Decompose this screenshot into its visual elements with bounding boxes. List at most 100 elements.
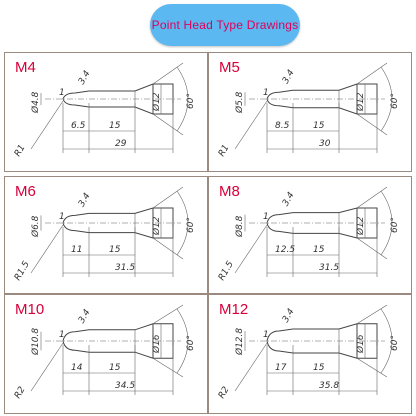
dim-tip: 1 (263, 212, 269, 222)
angle-leg (356, 62, 388, 85)
dim-angle: 60° (186, 217, 196, 233)
leader-radius (30, 224, 64, 274)
dim-len1: 14 (71, 363, 83, 373)
dim-total: 31.5 (115, 263, 135, 273)
angle-leg (152, 186, 184, 209)
angle-leg (152, 357, 184, 378)
dim-len2: 15 (313, 245, 325, 255)
tip-outline (62, 323, 174, 359)
dim-len2: 15 (109, 121, 121, 131)
tip-outline (62, 83, 174, 115)
dim-dia-right: Ø12 (151, 216, 162, 236)
panel-label: M8 (219, 183, 240, 200)
dim-dia-left: Ø6.8 (30, 215, 41, 238)
dim-len1: 17 (275, 363, 287, 373)
dim-dia-left: Ø8.8 (234, 215, 245, 238)
angle-leg (152, 62, 184, 85)
angle-leg (152, 237, 184, 260)
angle-arc (380, 308, 393, 374)
page-title: Point Head Type Drawings (151, 18, 299, 32)
tip-drawing: 14 15 34.5 Ø10.8R2 3.4 1 Ø16 60° (13, 304, 196, 401)
dim-dia-right: Ø12 (151, 92, 162, 112)
dim-small: 3.4 (77, 308, 93, 326)
tip-drawing: 12.5 15 31.5 Ø8.8R1.5 3.4 1 Ø12 60° (217, 186, 400, 283)
dim-total: 35.8 (319, 381, 339, 391)
dim-radius: R1 (13, 143, 28, 158)
dim-dia-right: Ø12 (355, 216, 366, 236)
dim-radius: R1.5 (217, 259, 236, 282)
dim-angle: 60° (390, 335, 400, 351)
dim-angle: 60° (186, 335, 196, 351)
dim-dia-left: Ø10.8 (30, 328, 41, 356)
dim-total: 29 (115, 139, 127, 149)
dim-tip: 1 (263, 88, 269, 98)
dim-angle: 60° (390, 217, 400, 233)
dim-angle: 60° (390, 93, 400, 109)
dim-total: 34.5 (115, 381, 135, 391)
panel-label: M4 (15, 59, 36, 76)
dim-len1: 11 (71, 245, 82, 255)
title-banner: Point Head Type Drawings (150, 4, 300, 46)
tip-outline (266, 83, 378, 115)
leader-radius (234, 224, 268, 274)
tip-drawing: 6.5 15 29 Ø4.8R1 3.4 1 Ø12 60° (13, 62, 196, 159)
dim-tip: 1 (59, 330, 65, 340)
leader-radius (234, 100, 268, 150)
angle-arc (176, 308, 189, 374)
dim-tip: 1 (59, 88, 65, 98)
leader-radius (30, 342, 64, 392)
tip-drawing: 17 15 35.8 Ø12.8R2 3.4 1 Ø16 60° (217, 304, 400, 401)
dim-small: 3.4 (281, 307, 297, 325)
panel-label: M10 (15, 301, 45, 318)
dim-radius: R1 (217, 143, 232, 158)
dim-tip: 1 (263, 330, 269, 340)
angle-leg (356, 113, 388, 136)
panel-label: M6 (15, 183, 36, 200)
dim-angle: 60° (186, 93, 196, 109)
tip-outline (266, 323, 378, 359)
angle-arc (176, 190, 189, 256)
dim-small: 3.4 (77, 191, 93, 209)
dim-tip: 1 (59, 212, 65, 222)
dim-dia-right: Ø16 (355, 334, 366, 354)
angle-leg (152, 304, 184, 325)
angle-arc (380, 66, 393, 132)
angle-leg (152, 113, 184, 136)
dim-dia-right: Ø12 (355, 92, 366, 112)
dim-total: 31.5 (319, 263, 339, 273)
dim-radius: R2 (13, 385, 28, 401)
dim-dia-left: Ø4.8 (30, 91, 41, 114)
angle-leg (356, 186, 388, 209)
angle-leg (356, 304, 388, 325)
leader-radius (234, 342, 268, 392)
tip-outline (62, 207, 174, 239)
dim-radius: R2 (217, 385, 232, 401)
dim-len2: 15 (109, 363, 121, 373)
dim-len2: 15 (313, 121, 325, 131)
dim-small: 3.4 (281, 68, 297, 86)
dim-small: 3.4 (281, 190, 297, 208)
dim-small: 3.4 (77, 69, 93, 87)
dim-len2: 15 (313, 363, 325, 373)
dim-total: 30 (319, 139, 331, 149)
dim-len1: 12.5 (275, 245, 295, 255)
leader-radius (30, 100, 64, 150)
dim-len2: 15 (109, 245, 121, 255)
angle-leg (356, 357, 388, 378)
dim-dia-right: Ø16 (151, 334, 162, 354)
dim-dia-left: Ø12.8 (234, 328, 245, 356)
panel-label: M12 (219, 301, 249, 318)
dim-dia-left: Ø5.8 (234, 91, 245, 114)
angle-arc (176, 66, 189, 132)
panel-label: M5 (219, 59, 240, 76)
dim-len1: 6.5 (71, 121, 86, 131)
